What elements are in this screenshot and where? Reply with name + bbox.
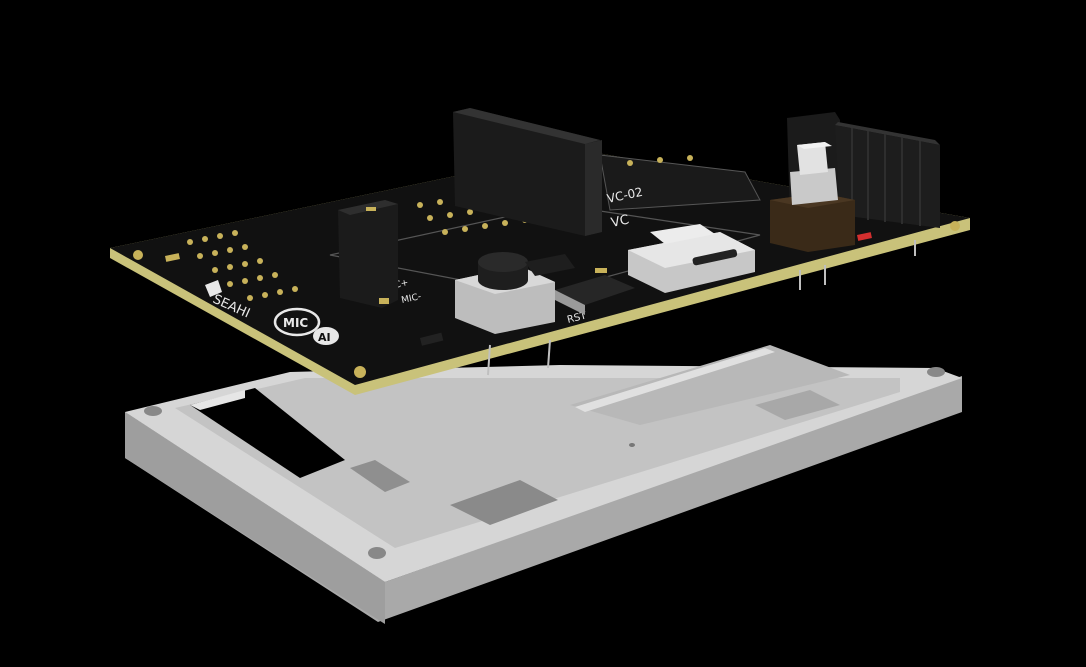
- case-screw-hole-2: [368, 547, 386, 559]
- enclosure-case: [125, 345, 962, 624]
- tactile-button: [455, 252, 555, 334]
- pin-header-tall: [453, 108, 602, 236]
- silk-ai: AI: [318, 331, 331, 344]
- case-slot-small-right: [755, 390, 840, 420]
- case-screw-hole-3: [927, 367, 945, 377]
- mic-logo: MIC: [273, 307, 321, 337]
- corner-holes: [133, 221, 960, 378]
- pad-row-left: [187, 230, 298, 301]
- ai-logo: AI: [313, 327, 339, 345]
- case-floor: [175, 378, 900, 548]
- pcb-module-2-outline: [599, 154, 761, 211]
- silk-mic: MIC: [283, 316, 308, 330]
- brand-logo: [205, 280, 222, 297]
- case-cutout-middle: [450, 480, 558, 525]
- case-side-left: [125, 412, 385, 624]
- case-screw-hole-4: [629, 443, 635, 447]
- case-cutout-left-wall: [190, 390, 245, 410]
- smd-ic: [525, 254, 635, 315]
- case-screw-hole-1: [144, 406, 162, 416]
- usb-c-connector: [628, 224, 755, 293]
- led-smd: [856, 232, 872, 241]
- silk-rst: RST: [566, 310, 588, 326]
- small-components: [165, 253, 607, 346]
- case-slot-right: [570, 345, 850, 425]
- case-slot-right-inner: [575, 348, 775, 412]
- slide-switch: [770, 142, 855, 252]
- silk-vc: VC: [610, 213, 631, 231]
- silk-mic-pins: MIC-: [401, 292, 423, 306]
- case-cutout-left: [190, 388, 345, 478]
- case-cutout-small: [350, 460, 410, 492]
- pin-header-short: [338, 200, 398, 308]
- board-legs: [487, 240, 916, 376]
